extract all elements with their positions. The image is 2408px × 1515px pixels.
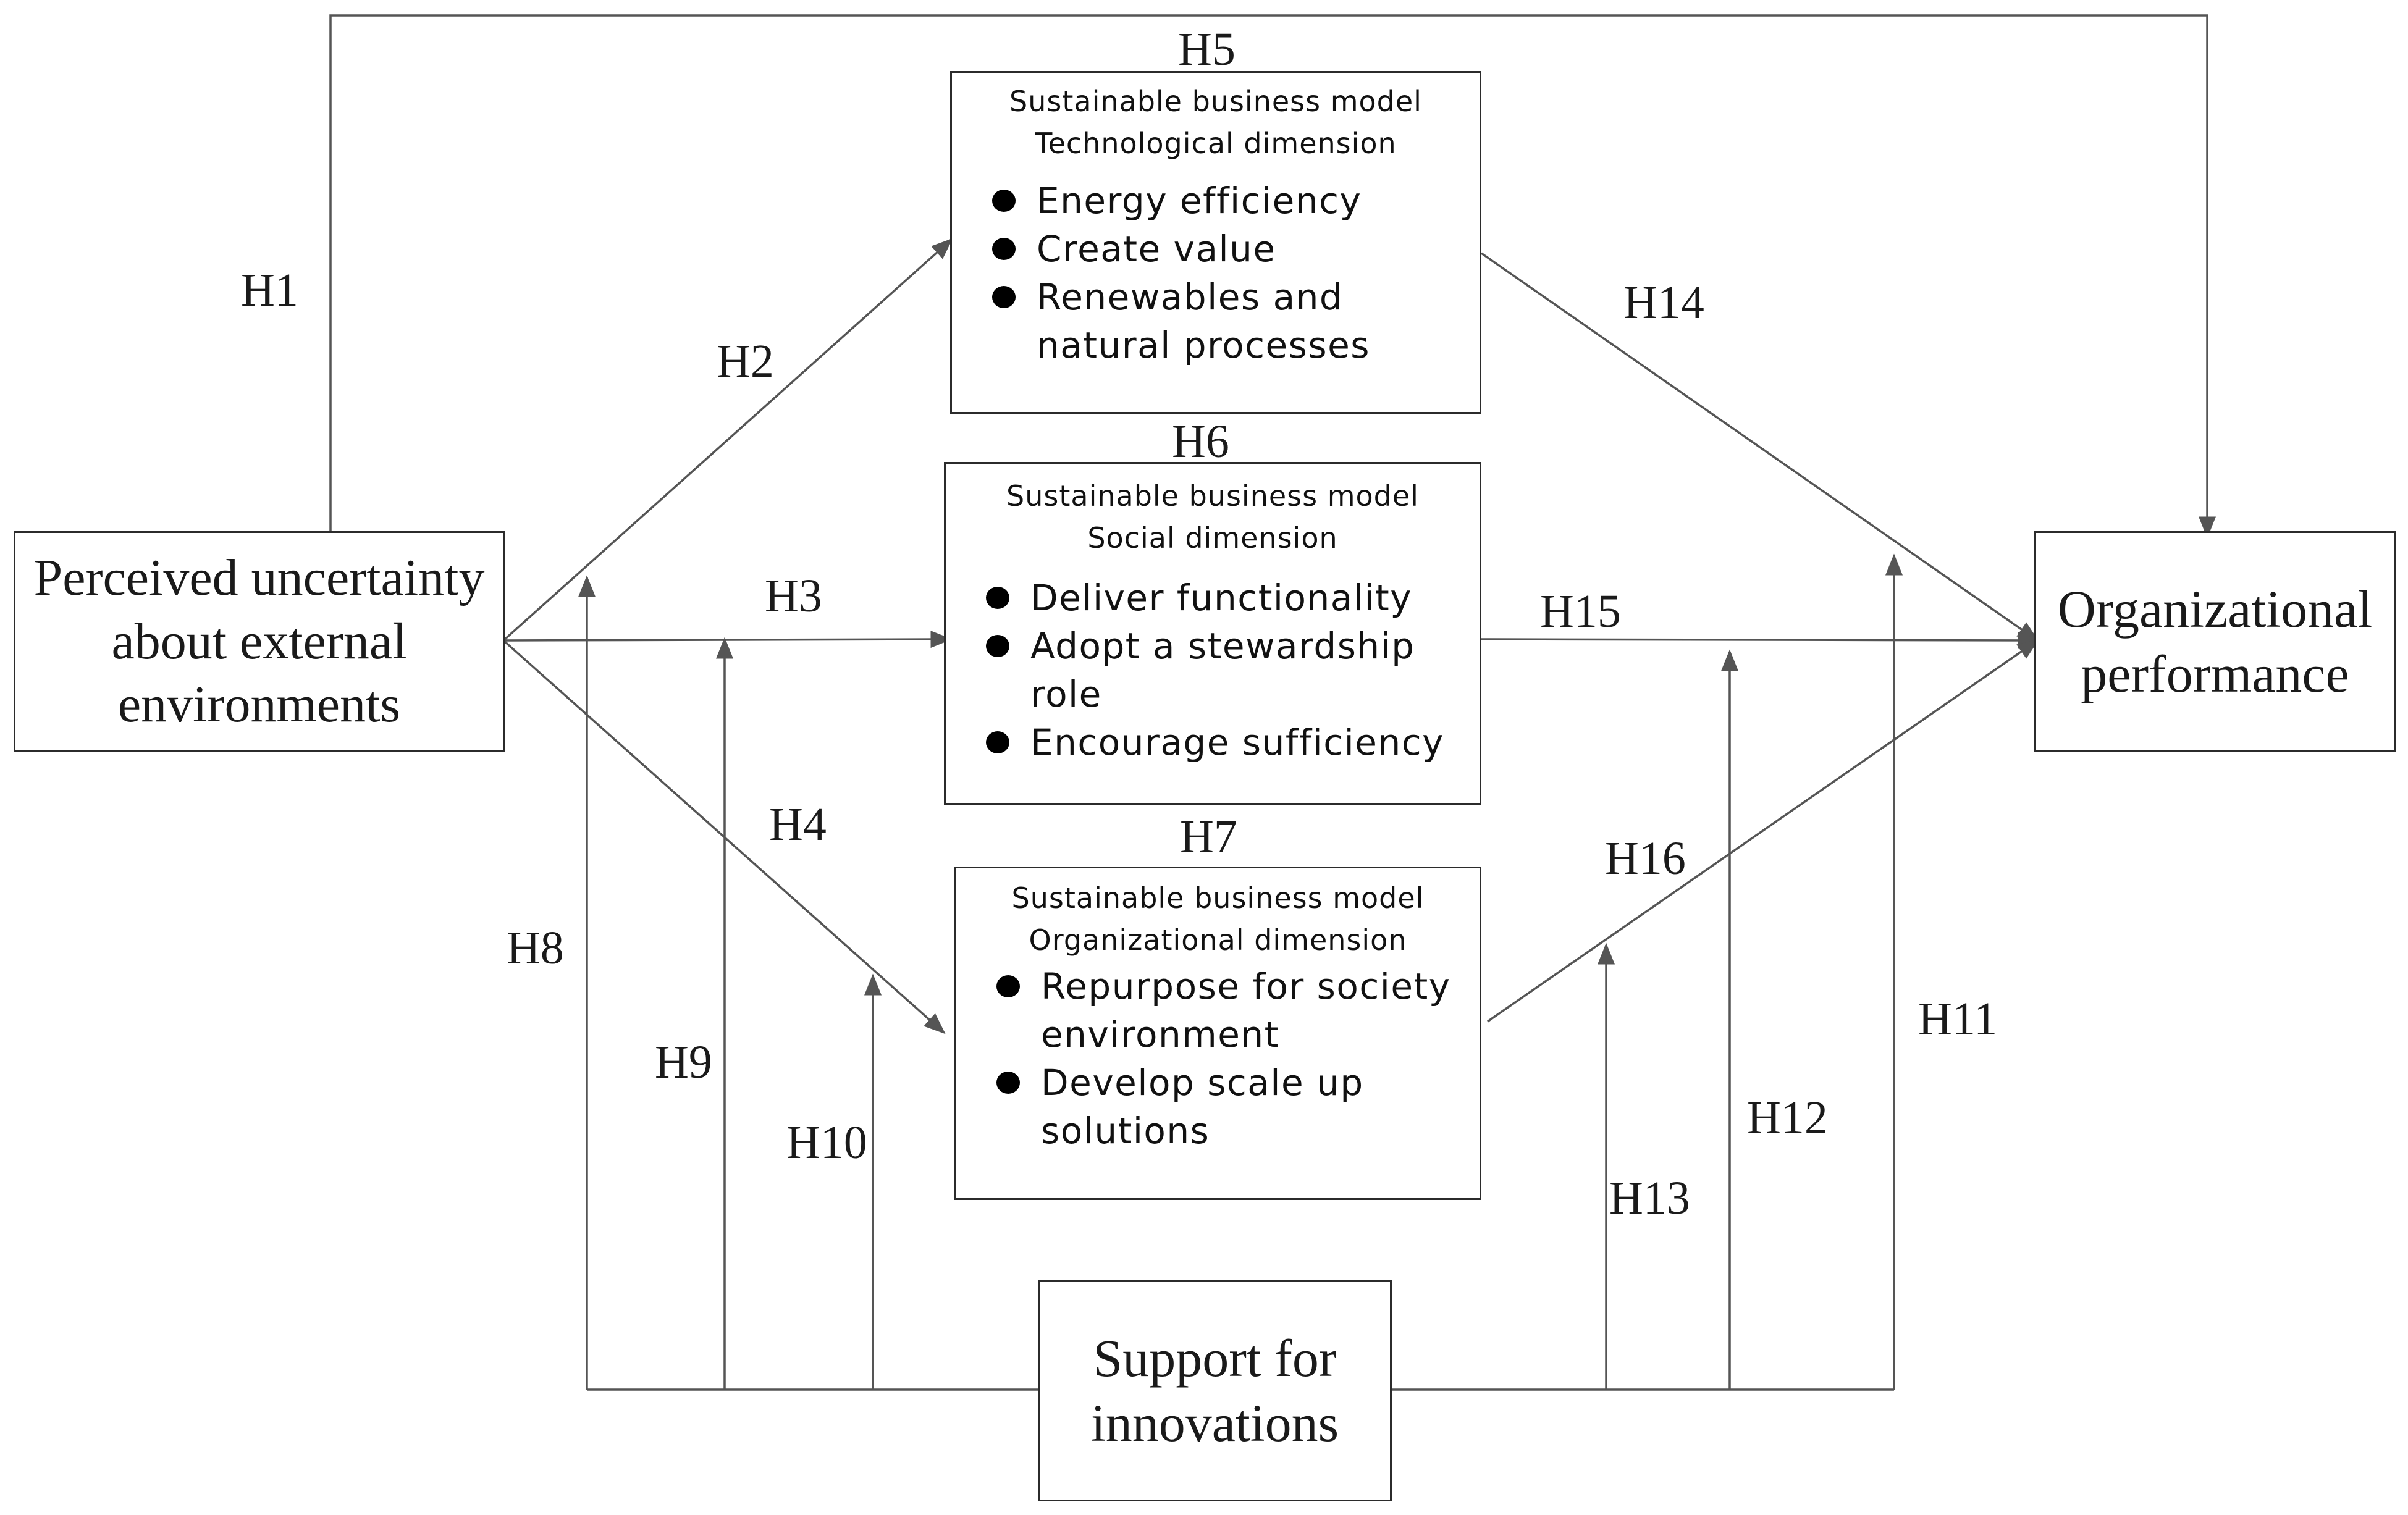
node-sbm-social: Sustainable business model Social dimens… bbox=[944, 462, 1481, 805]
label-h13: H13 bbox=[1609, 1172, 1690, 1224]
list-item: Encourage sufficiency bbox=[986, 718, 1463, 766]
node-organizational-performance-line-2: performance bbox=[2081, 644, 2349, 703]
label-h10: H10 bbox=[786, 1117, 867, 1169]
bullet-icon bbox=[986, 635, 1009, 657]
sbm-social-list: Deliver functionality Adopt a stewardshi… bbox=[986, 574, 1463, 766]
node-perceived-uncertainty-line-1: Perceived uncertainty bbox=[33, 549, 485, 607]
sbm-organizational-list: Repurpose for society environment Develo… bbox=[996, 962, 1467, 1155]
sbm-organizational-heading-line-1: Sustainable business model bbox=[1011, 881, 1425, 915]
list-item: Energy efficiency bbox=[992, 177, 1463, 225]
label-h9: H9 bbox=[655, 1036, 712, 1088]
bullet-icon bbox=[992, 238, 1016, 260]
list-item: Create value bbox=[992, 225, 1463, 273]
sbm-technological-heading: Sustainable business model Technological… bbox=[952, 80, 1480, 164]
node-sbm-technological: Sustainable business model Technological… bbox=[950, 71, 1481, 414]
arrow-h14 bbox=[1480, 252, 2039, 642]
label-h11: H11 bbox=[1918, 993, 1997, 1045]
list-item-label: Energy efficiency bbox=[1037, 180, 1362, 222]
sbm-technological-list: Energy efficiency Create value Renewable… bbox=[992, 177, 1463, 369]
list-item-label: Create value bbox=[1037, 228, 1276, 270]
node-perceived-uncertainty: Perceived uncertainty about external env… bbox=[14, 531, 505, 752]
node-perceived-uncertainty-line-2: about external bbox=[111, 612, 407, 670]
bullet-icon bbox=[986, 587, 1009, 609]
node-organizational-performance: Organizational performance bbox=[2034, 531, 2396, 752]
sbm-technological-heading-line-1: Sustainable business model bbox=[1009, 85, 1422, 118]
bullet-icon bbox=[996, 1072, 1020, 1094]
label-h12: H12 bbox=[1747, 1092, 1828, 1144]
label-h6: H6 bbox=[1172, 416, 1229, 468]
label-h14: H14 bbox=[1623, 277, 1704, 329]
label-h7: H7 bbox=[1180, 811, 1237, 863]
arrow-h3 bbox=[503, 631, 953, 648]
arrow-h2 bbox=[502, 238, 953, 642]
sbm-social-heading-line-2: Social dimension bbox=[1087, 521, 1338, 555]
bullet-icon bbox=[992, 190, 1016, 212]
label-h1: H1 bbox=[241, 264, 298, 316]
arrow-h1 bbox=[329, 14, 2216, 539]
node-perceived-uncertainty-line-3: environments bbox=[117, 676, 401, 734]
list-item-label: Renewables and natural processes bbox=[1037, 276, 1371, 366]
node-support-for-innovations-line-2: innovations bbox=[1090, 1393, 1339, 1453]
node-support-for-innovations: Support for innovations bbox=[1038, 1280, 1392, 1501]
list-item-label: Develop scale up solutions bbox=[1041, 1062, 1364, 1152]
bullet-icon bbox=[996, 975, 1020, 997]
list-item: Adopt a stewardship role bbox=[986, 622, 1438, 718]
node-organizational-performance-line-1: Organizational bbox=[2057, 579, 2373, 639]
sbm-organizational-heading-line-2: Organizational dimension bbox=[1029, 923, 1407, 957]
arrow-h16 bbox=[1487, 639, 2039, 1023]
arrow-h15 bbox=[1481, 631, 2040, 649]
list-item: Develop scale up solutions bbox=[996, 1059, 1387, 1155]
list-item-label: Deliver functionality bbox=[1030, 577, 1413, 619]
label-h8: H8 bbox=[507, 922, 564, 974]
label-h4: H4 bbox=[769, 799, 827, 850]
sbm-social-heading-line-1: Sustainable business model bbox=[1006, 479, 1419, 513]
list-item: Repurpose for society environment bbox=[996, 962, 1467, 1059]
sbm-technological-heading-line-2: Technological dimension bbox=[1035, 127, 1397, 160]
label-h5: H5 bbox=[1178, 23, 1236, 75]
node-support-for-innovations-line-1: Support for bbox=[1093, 1328, 1337, 1388]
bullet-icon bbox=[992, 286, 1016, 308]
list-item-label: Repurpose for society environment bbox=[1041, 965, 1451, 1055]
label-h16: H16 bbox=[1605, 833, 1686, 884]
label-h2: H2 bbox=[717, 335, 774, 387]
label-h15: H15 bbox=[1540, 585, 1621, 637]
node-sbm-organizational: Sustainable business model Organizationa… bbox=[954, 867, 1481, 1200]
label-h3: H3 bbox=[765, 570, 822, 622]
sbm-organizational-heading: Sustainable business model Organizationa… bbox=[956, 877, 1480, 961]
bullet-icon bbox=[986, 731, 1009, 753]
list-item-label: Encourage sufficiency bbox=[1030, 721, 1444, 763]
list-item: Renewables and natural processes bbox=[992, 273, 1383, 369]
list-item-label: Adopt a stewardship role bbox=[1030, 625, 1415, 715]
list-item: Deliver functionality bbox=[986, 574, 1463, 622]
sbm-social-heading: Sustainable business model Social dimens… bbox=[946, 475, 1480, 559]
